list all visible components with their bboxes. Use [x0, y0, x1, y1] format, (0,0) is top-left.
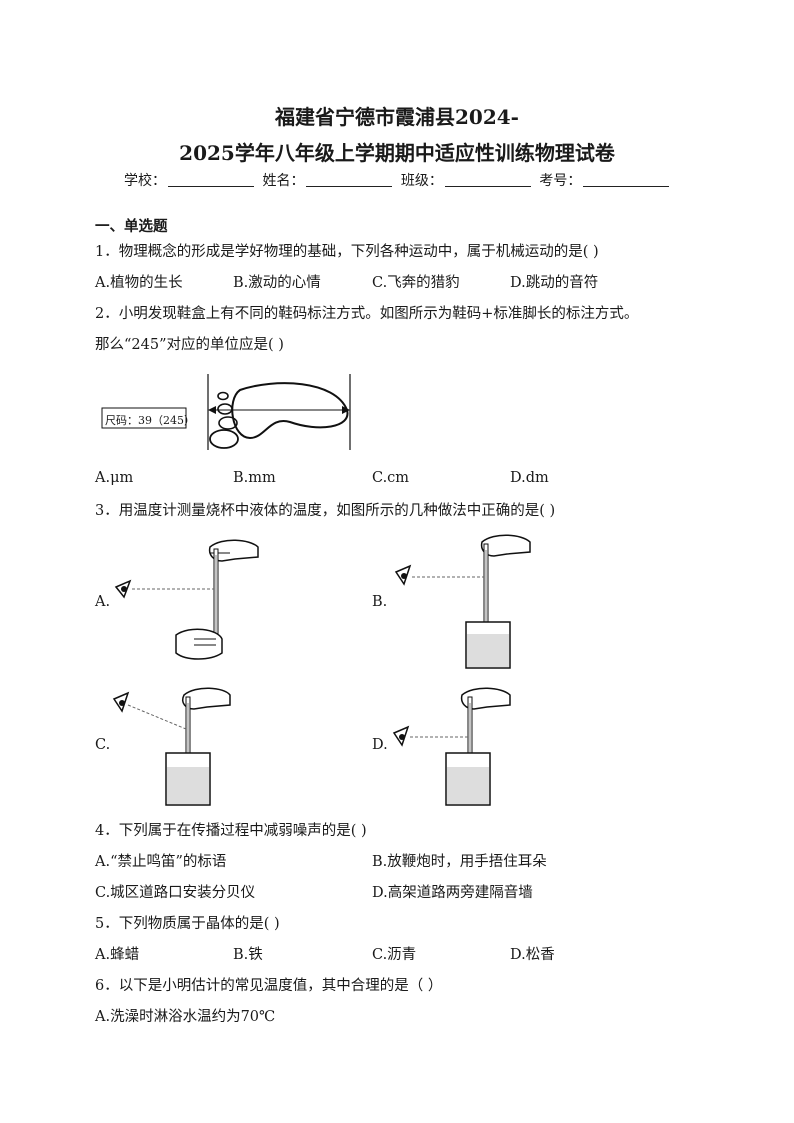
q1-option-a: A.植物的生长 — [95, 275, 183, 291]
q2-option-d: D.dm — [510, 470, 549, 486]
q5-option-b: B.铁 — [233, 947, 263, 963]
q2-option-a: A.μm — [95, 470, 134, 486]
q1-option-b: B.激动的心情 — [233, 275, 321, 291]
q5-stem: 5．下列物质属于晶体的是( ) — [95, 916, 280, 932]
shoe-size-label: 尺码：39（245） — [105, 414, 195, 427]
school-blank — [168, 172, 254, 187]
q3-figure-b — [394, 534, 531, 669]
section-heading: 一、单选题 — [95, 219, 168, 235]
q3-figure-a — [114, 539, 259, 660]
q4-option-c: C.城区道路口安装分贝仪 — [95, 885, 256, 901]
name-blank — [306, 172, 393, 187]
q2-option-c: C.cm — [372, 470, 410, 486]
shoe-size-figure — [101, 374, 351, 450]
q1-stem: 1．物理概念的形成是学好物理的基础，下列各种运动中，属于机械运动的是( ) — [95, 244, 599, 260]
q3-label-a: A. — [95, 594, 111, 610]
school-label: 学校： — [124, 173, 166, 189]
q4-stem: 4．下列属于在传播过程中减弱噪声的是( ) — [95, 823, 367, 839]
q6-option-a: A.洗澡时淋浴水温约为70℃ — [95, 1009, 276, 1025]
number-label: 考号： — [539, 173, 582, 189]
q2-option-b: B.mm — [233, 470, 276, 486]
q6-stem: 6．以下是小明估计的常见温度值，其中合理的是（ ） — [95, 978, 443, 994]
q3-label-c: C. — [95, 737, 111, 753]
q4-option-a: A.“禁止鸣笛”的标语 — [95, 854, 227, 870]
class-blank — [444, 172, 531, 187]
q4-option-b: B.放鞭炮时，用手捂住耳朵 — [372, 854, 547, 870]
q3-label-d: D. — [372, 737, 388, 753]
q5-option-c: C.沥青 — [372, 947, 417, 963]
q5-option-a: A.蜂蜡 — [95, 947, 140, 963]
q3-figure-c — [112, 687, 231, 806]
q5-option-d: D.松香 — [510, 947, 555, 963]
q3-label-b: B. — [372, 594, 388, 610]
q4-option-d: D.高架道路两旁建隔音墙 — [372, 885, 533, 901]
title-line-1: 福建省宁德市霞浦县2024- — [275, 105, 519, 129]
q1-option-c: C.飞奔的猎豹 — [372, 275, 460, 291]
q2-stem-1: 2．小明发现鞋盒上有不同的鞋码标注方式。如图所示为鞋码+标准脚长的标注方式。 — [95, 306, 639, 322]
q1-option-d: D.跳动的音符 — [510, 275, 599, 291]
number-blank — [583, 172, 670, 187]
student-info: 学校： 姓名： 班级： 考号： — [124, 170, 673, 190]
q3-stem: 3．用温度计测量烧杯中液体的温度，如图所示的几种做法中正确的是( ) — [95, 503, 556, 519]
class-label: 班级： — [400, 173, 443, 189]
q3-figure-d — [392, 687, 511, 806]
title-line-2: 2025学年八年级上学期期中适应性训练物理试卷 — [179, 141, 615, 165]
q2-stem-2: 那么“245”对应的单位应是( ) — [95, 337, 284, 353]
name-label: 姓名： — [262, 173, 305, 189]
